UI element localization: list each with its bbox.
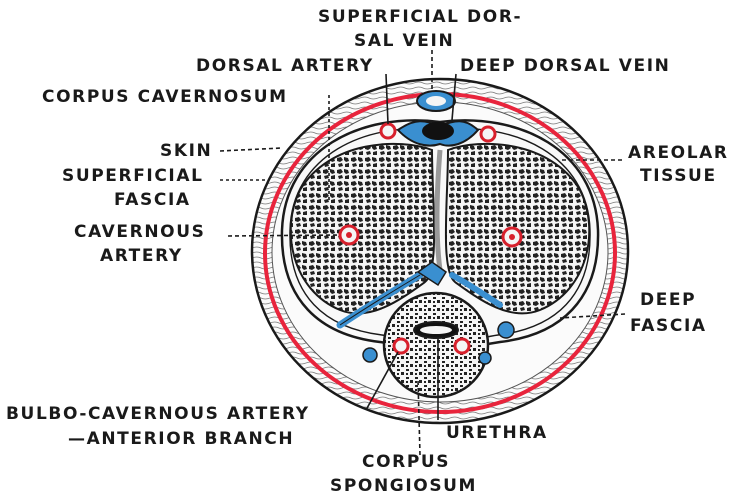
cross-section xyxy=(252,79,628,423)
vein-lower-left-small xyxy=(363,348,377,362)
label-superficial-fascia-line1: SUPERFICIAL xyxy=(62,166,204,186)
dorsal-artery-left xyxy=(381,124,395,138)
vein-lower-right-small xyxy=(479,352,491,364)
dorsal-artery-right xyxy=(481,127,495,141)
bulbo-cavernous-artery-right xyxy=(455,339,469,353)
label-deep-fascia-line2: FASCIA xyxy=(630,316,707,336)
label-areolar-tissue-line2: TISSUE xyxy=(640,166,717,186)
bulbo-cavernous-artery-left xyxy=(394,339,408,353)
label-superficial-fascia-line2: FASCIA xyxy=(114,190,191,210)
label-bulbo-cavernous-artery-line1: BULBO-CAVERNOUS ARTERY xyxy=(6,404,310,424)
label-superficial-dorsal-vein-line2: SAL VEIN xyxy=(354,31,454,51)
label-superficial-dorsal-vein-line1: SUPERFICIAL DOR- xyxy=(318,7,522,27)
label-corpus-cavernosum: CORPUS CAVERNOSUM xyxy=(42,87,288,107)
label-cavernous-artery-line1: CAVERNOUS xyxy=(74,222,205,242)
label-deep-fascia-line1: DEEP xyxy=(640,290,696,310)
leader-skin xyxy=(220,148,282,151)
label-skin: SKIN xyxy=(160,141,212,161)
vein-right-side xyxy=(498,322,514,338)
label-areolar-tissue-line1: AREOLAR xyxy=(628,143,729,163)
label-deep-dorsal-vein: DEEP DORSAL VEIN xyxy=(460,56,670,76)
label-dorsal-artery: DORSAL ARTERY xyxy=(196,56,374,76)
label-urethra: URETHRA xyxy=(446,423,548,443)
label-corpus-spongiosum-line1: CORPUS xyxy=(362,452,450,472)
label-bulbo-cavernous-artery-line2: —ANTERIOR BRANCH xyxy=(68,429,294,449)
label-cavernous-artery-line2: ARTERY xyxy=(100,246,183,266)
label-corpus-spongiosum-line2: SPONGIOSUM xyxy=(330,476,477,496)
